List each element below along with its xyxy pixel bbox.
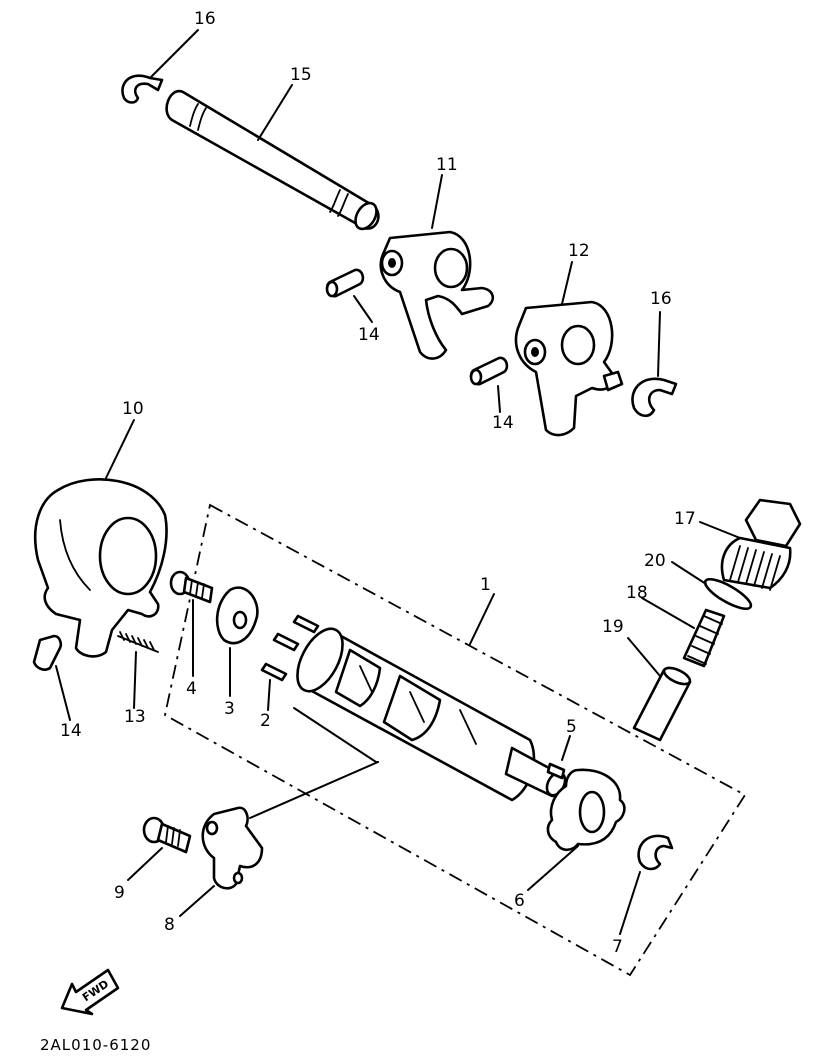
label-8: 8 <box>164 915 175 935</box>
label-2: 2 <box>260 711 271 731</box>
spring-18 <box>682 608 726 668</box>
leader-lines <box>55 29 741 935</box>
shift-fork-12 <box>514 300 624 437</box>
bolt-9 <box>142 816 192 854</box>
drawing-code: 2AL010-6120 <box>40 1036 151 1054</box>
pin-upper-left <box>325 268 365 298</box>
shift-fork-11 <box>379 230 495 360</box>
label-16-top: 16 <box>194 9 216 29</box>
drum-cam-6 <box>546 768 626 852</box>
label-16-right: 16 <box>650 289 672 309</box>
pin-upper-right <box>469 356 509 386</box>
label-3: 3 <box>224 699 235 719</box>
label-14-middle: 14 <box>492 413 514 433</box>
label-20: 20 <box>644 551 666 571</box>
label-11: 11 <box>436 155 458 175</box>
label-6: 6 <box>514 891 525 911</box>
label-7: 7 <box>612 937 623 957</box>
forward-arrow-icon: FWD <box>60 968 120 1016</box>
stopper-housing-10 <box>33 478 168 658</box>
label-14-upper: 14 <box>358 325 380 345</box>
label-15: 15 <box>290 65 312 85</box>
label-19: 19 <box>602 617 624 637</box>
label-12: 12 <box>568 241 590 261</box>
circlip-7 <box>637 834 674 871</box>
label-10: 10 <box>122 399 144 419</box>
pin-2 <box>260 614 320 682</box>
assembly-boundary <box>163 503 747 977</box>
pin-lower-left <box>32 634 63 671</box>
pin-5 <box>546 762 566 780</box>
shift-fork-shaft <box>165 89 380 231</box>
circlip-right <box>631 377 678 418</box>
label-5: 5 <box>566 717 577 737</box>
label-17: 17 <box>674 509 696 529</box>
spring-13 <box>117 631 159 653</box>
label-1: 1 <box>480 575 491 595</box>
plate-3 <box>215 586 259 645</box>
label-14-lower: 14 <box>60 721 82 741</box>
segment-plate-8 <box>201 806 264 890</box>
label-9: 9 <box>114 883 125 903</box>
gasket-20 <box>703 577 753 611</box>
circlip-top <box>121 74 164 104</box>
shift-drum-1 <box>296 627 567 802</box>
detent-pin-19 <box>632 666 692 742</box>
label-18: 18 <box>626 583 648 603</box>
screw-4 <box>169 570 214 604</box>
neutral-plug-17 <box>720 498 802 591</box>
label-13: 13 <box>124 707 146 727</box>
label-4: 4 <box>186 679 197 699</box>
